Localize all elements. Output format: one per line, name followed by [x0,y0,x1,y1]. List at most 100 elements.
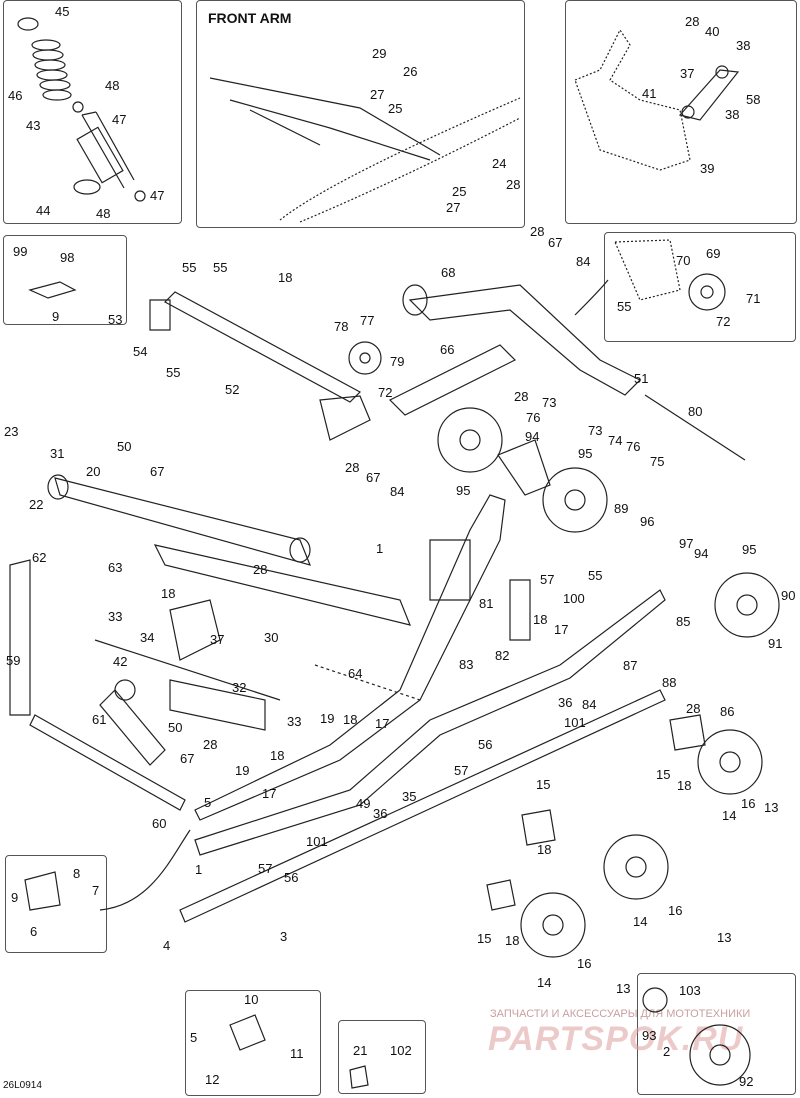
callout-label: 18 [270,748,284,763]
callout-label: 17 [554,622,568,637]
sprocket-inset-box [637,973,796,1095]
rear-stopper-inset-box [185,990,321,1096]
rear-arm-68-shape [408,284,642,396]
callout-label: 36 [373,806,387,821]
link-37-shape [169,599,221,661]
callout-label: 68 [441,265,455,280]
callout-label: 31 [50,446,64,461]
callout-label: 100 [563,591,585,606]
callout-label: 9 [11,890,18,905]
callout-label: 58 [746,92,760,107]
callout-label: 16 [668,903,682,918]
cross-shaft-32-shape [169,679,266,731]
callout-label: 45 [55,4,69,19]
watermark-text: ЗАПЧАСТИ И АКСЕССУАРЫ ДЛЯ МОТОТЕХНИКИ [490,1008,751,1020]
rear-linkage-outline [574,28,691,171]
callout-label: 55 [588,568,602,583]
callout-label: 1 [376,541,383,556]
callout-label: 18 [533,612,547,627]
callout-label: 24 [492,156,506,171]
callout-label: 63 [108,560,122,575]
callout-label: 87 [623,658,637,673]
callout-label: 38 [736,38,750,53]
callout-label: 43 [26,118,40,133]
callout-label: 77 [360,313,374,328]
callout-label: 25 [452,184,466,199]
connector-2 [574,279,609,316]
grease-fitting-shape [349,1065,369,1089]
stopper-shape [28,281,77,299]
callout-label: 96 [640,514,654,529]
shaft-34-shape [94,639,281,701]
callout-label: 94 [694,546,708,561]
part-drawings [9,17,780,1089]
callout-label: 57 [540,572,554,587]
rail-1b-shape [194,589,666,856]
callout-label: 32 [232,680,246,695]
callout-label: 13 [616,981,630,996]
callout-label: 51 [634,371,648,386]
callout-label: 13 [717,930,731,945]
shock-eye-bottom-shape [134,190,146,202]
callout-label: 33 [108,609,122,624]
callout-label: 79 [390,354,404,369]
callout-label: 29 [372,46,386,61]
callout-label: 101 [564,715,586,730]
callout-label: 74 [608,433,622,448]
wheel-95c-shape [714,572,780,638]
link-arm-shape [678,69,740,121]
callout-label: 73 [588,423,602,438]
shock-42-shape [99,689,166,766]
callout-label: 81 [479,596,493,611]
callout-label: 57 [258,861,272,876]
callout-label: 59 [6,653,20,668]
callout-label: 72 [378,385,392,400]
callout-label: 76 [526,410,540,425]
callout-label: 4 [163,938,170,953]
callout-label: 37 [210,632,224,647]
callout-label: 73 [542,395,556,410]
rail-1-shape [194,494,506,821]
callout-label: 19 [235,763,249,778]
callout-label: 97 [679,536,693,551]
callout-label: 28 [686,701,700,716]
callout-label: 98 [60,250,74,265]
callout-label: 33 [287,714,301,729]
callout-label: 6 [30,924,37,939]
shaft-80-shape [644,394,746,461]
callout-label: 17 [375,716,389,731]
shock-eye-top-shape [72,101,84,113]
idler-wheel-shape [688,273,726,311]
callout-label: 23 [4,424,18,439]
callout-label: 99 [13,244,27,259]
wheel-77-shape [348,341,382,375]
callout-label: 55 [213,260,227,275]
slider-3-shape [179,689,666,923]
callout-label: 85 [676,614,690,629]
callout-label: 28 [203,737,217,752]
callout-label: 38 [725,107,739,122]
callout-label: 47 [112,112,126,127]
callout-label: 67 [366,470,380,485]
callout-label: 49 [356,796,370,811]
callout-label: 64 [348,666,362,681]
callout-label: 52 [225,382,239,397]
callout-label: 54 [133,344,147,359]
diagram-code: 26L0914 [3,1080,42,1091]
callout-label: 92 [739,1074,753,1089]
callout-label: 60 [152,816,166,831]
stopper-inset-box [3,235,127,325]
callout-label: 78 [334,319,348,334]
callout-label: 84 [582,697,596,712]
callout-label: 90 [781,588,795,603]
callout-label: 70 [676,253,690,268]
callout-label: 61 [92,712,106,727]
callout-label: 94 [525,429,539,444]
callout-label: 15 [656,767,670,782]
callout-label: 103 [679,983,701,998]
callout-label: 50 [168,720,182,735]
callout-label: 95 [456,483,470,498]
callout-label: 21 [353,1043,367,1058]
callout-label: 16 [741,796,755,811]
